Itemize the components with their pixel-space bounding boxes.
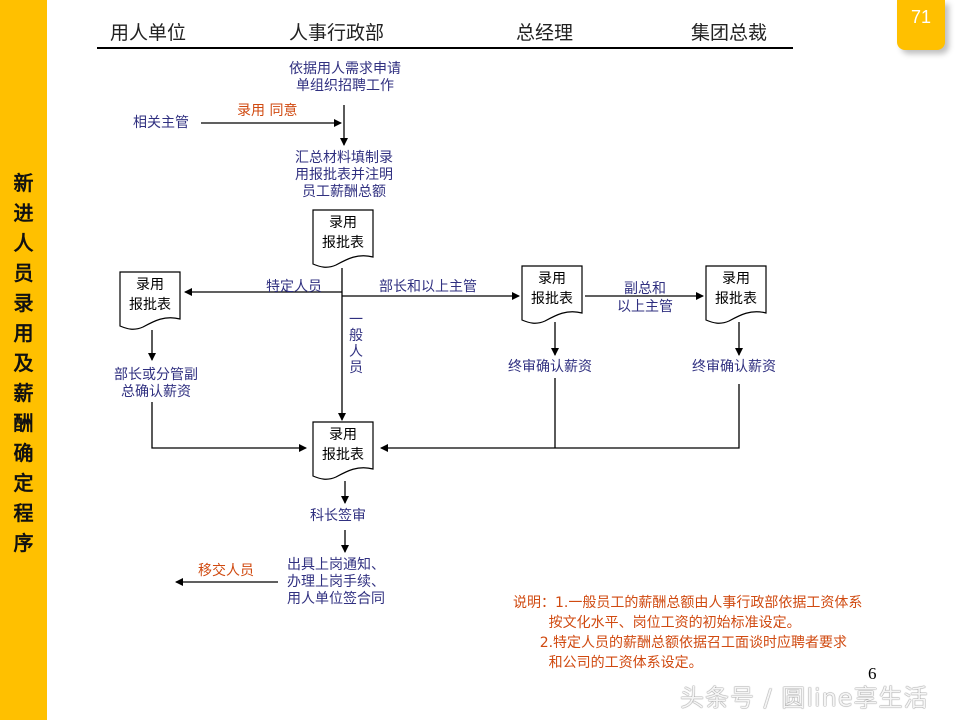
- document-shape-icon: [521, 265, 583, 324]
- arrow-pres-to-final-doc: [380, 384, 740, 452]
- step-compile-line: 汇总材料填制录: [295, 150, 393, 166]
- step-compile-line: 用报批表并注明: [295, 167, 393, 183]
- doc-label: 录用报批表: [129, 277, 171, 313]
- title-char: 序: [13, 531, 34, 555]
- document-shape-icon: [119, 271, 181, 330]
- header-rule: [97, 47, 793, 49]
- document-shape-icon: [312, 209, 374, 268]
- title-char: 及: [13, 351, 34, 375]
- lane-header-gm: 总经理: [516, 22, 574, 44]
- approve-label: 录用 同意: [237, 103, 298, 119]
- doc-label: 录用报批表: [531, 271, 573, 307]
- title-char: 薪: [13, 381, 34, 405]
- step-final-confirm-gm: 终审确认薪资: [508, 359, 592, 375]
- step-final-confirm-president: 终审确认薪资: [692, 359, 776, 375]
- branch-special-label: 特定人员: [266, 279, 322, 295]
- title-char: 人: [13, 231, 34, 255]
- step-start-line: 依据用人需求申请: [289, 61, 401, 77]
- doc-label: 录用报批表: [322, 215, 364, 251]
- doc-approval-form-hr: 录用报批表: [312, 209, 374, 268]
- watermark: 头条号 / 圆line享生活: [680, 684, 929, 712]
- document-shape-icon: [705, 265, 767, 324]
- title-char: 定: [13, 471, 34, 495]
- title-char: 用: [13, 321, 34, 345]
- title-char: 程: [13, 501, 34, 525]
- doc-approval-form-president: 录用报批表: [705, 265, 767, 324]
- title-char: 确: [13, 441, 34, 465]
- step-onboard: 出具上岗通知、办理上岗手续、用人单位签合同: [287, 557, 385, 607]
- page-number: 6: [868, 664, 877, 683]
- doc-approval-form-final: 录用报批表: [312, 421, 374, 480]
- sidebar-title: 新 进 人 员 录 用 及 薪 酬 确 定 程 序: [0, 168, 47, 558]
- title-char: 新: [13, 171, 34, 195]
- step-start: 依据用人需求申请 单组织招聘工作: [276, 61, 414, 95]
- step-compile-line: 员工薪酬总额: [302, 184, 386, 200]
- step-start-line: 单组织招聘工作: [296, 78, 394, 94]
- title-char: 酬: [13, 411, 34, 435]
- document-shape-icon: [312, 421, 374, 480]
- step-supervisor: 相关主管: [133, 115, 189, 131]
- doc-approval-form-gm: 录用报批表: [521, 265, 583, 324]
- lane-header-hr: 人事行政部: [289, 22, 385, 44]
- branch-general-label: 一般人员: [349, 312, 363, 376]
- title-char: 录: [13, 291, 34, 315]
- doc-label: 录用报批表: [715, 271, 757, 307]
- note: 说明：1.一般员工的薪酬总额由人事行政部依据工资体系 按文化水平、岗位工资的初始…: [513, 595, 863, 671]
- lane-header-user-unit: 用人单位: [110, 22, 187, 44]
- title-char: 进: [13, 201, 34, 225]
- branch-manager-label: 部长和以上主管: [379, 279, 477, 295]
- lane-header-president: 集团总裁: [691, 22, 768, 44]
- sidebar: 新 进 人 员 录 用 及 薪 酬 确 定 程 序: [0, 0, 47, 720]
- title-char: 员: [13, 261, 34, 285]
- doc-approval-form-unit: 录用报批表: [119, 271, 181, 330]
- transfer-label: 移交人员: [198, 563, 254, 579]
- arrow-dept-to-final-doc: [151, 402, 307, 452]
- step-compile: 汇总材料填制录 用报批表并注明 员工薪酬总额: [283, 150, 405, 201]
- step-dept-confirm: 部长或分管副总确认薪资: [114, 367, 198, 400]
- step-section-sign: 科长签审: [310, 508, 366, 524]
- doc-label: 录用报批表: [322, 427, 364, 463]
- branch-vp-label: 副总和以上主管: [617, 281, 673, 315]
- page-badge: 71: [897, 0, 945, 50]
